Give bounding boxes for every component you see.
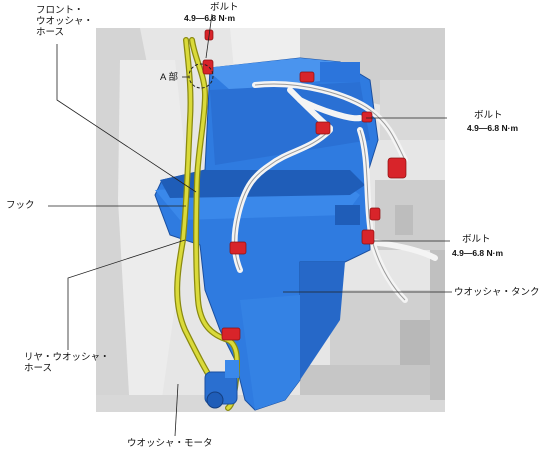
- bolt-right-torque: 4.9—6.8 N·m: [467, 123, 519, 133]
- bolt-top-torque: 4.9—6.8 N·m: [184, 13, 236, 23]
- washer-motor-label: ウオッシャ・モータ: [127, 438, 213, 449]
- rear-hose-label: リヤ・ウオッシャ・ ホース: [24, 352, 110, 374]
- bolt-right-label: ボルト: [474, 110, 503, 121]
- a-part-label: A 部: [160, 72, 178, 83]
- front-hose-label: フロント・ ウオッシャ・ ホース: [36, 5, 94, 38]
- leader-lines: [48, 13, 452, 437]
- washer-tank-label: ウオッシャ・タンク: [454, 287, 540, 298]
- bolt-lower-torque: 4.9—6.8 N·m: [452, 248, 504, 258]
- bolt-top-label: ボルト: [210, 2, 239, 13]
- washer-motor: [204, 360, 239, 409]
- hook-label: フック: [6, 200, 35, 211]
- detail-a-circle: [188, 63, 214, 89]
- red-clips: [202, 29, 407, 341]
- bolt-lower-label: ボルト: [462, 234, 491, 245]
